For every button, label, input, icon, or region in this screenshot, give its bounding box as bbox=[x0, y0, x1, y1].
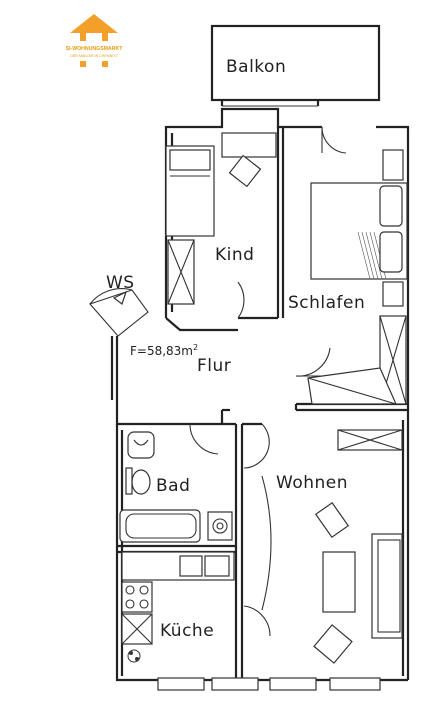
room-label-bedroom: Schlafen bbox=[288, 293, 365, 313]
logo-brand-text: SI-WOHNUNGSMARKT bbox=[66, 46, 124, 52]
stove bbox=[121, 581, 153, 613]
wohnen-furniture bbox=[313, 429, 403, 664]
sink-kueche bbox=[204, 555, 230, 577]
logo-base-icon bbox=[102, 61, 108, 67]
room-label-child: Kind bbox=[215, 245, 254, 265]
chair-kind bbox=[228, 154, 262, 188]
door-balcony bbox=[321, 126, 347, 154]
door-wohnen bbox=[243, 423, 270, 469]
door-kind bbox=[237, 281, 245, 319]
toilet bbox=[131, 469, 151, 495]
room-label-bath: Bad bbox=[156, 476, 190, 496]
bad-furniture bbox=[119, 431, 233, 543]
balcony bbox=[210, 24, 381, 107]
area-value: F=58,83m bbox=[130, 344, 193, 358]
room-label-balcony: Balkon bbox=[226, 57, 286, 77]
door-entrance bbox=[89, 288, 133, 305]
bathtub bbox=[119, 509, 201, 543]
room-label-wardrobe: WS bbox=[106, 273, 135, 293]
logo-pillar-icon bbox=[80, 29, 86, 41]
doors bbox=[89, 126, 347, 637]
room-labels: Balkon Kind Schlafen Flur Bad Wohnen Küc… bbox=[106, 57, 365, 641]
schlafen-furniture bbox=[307, 149, 408, 405]
area-label: F=58,83m2 bbox=[130, 343, 198, 358]
door-bad bbox=[189, 423, 219, 455]
kueche-furniture bbox=[121, 551, 235, 663]
door-kueche bbox=[243, 605, 271, 637]
area-unit-sup: 2 bbox=[193, 343, 198, 352]
armchair bbox=[314, 501, 350, 539]
logo-base-icon bbox=[80, 61, 86, 67]
room-label-kitchen: Küche bbox=[160, 621, 214, 641]
brand-logo: SI-WOHNUNGSMARKT DER MAKLER IN CHEMNITZ bbox=[66, 14, 124, 67]
windows bbox=[157, 677, 381, 691]
desk-kind bbox=[221, 132, 277, 158]
opening-curve bbox=[261, 475, 272, 611]
logo-roof-icon bbox=[70, 14, 118, 33]
coffee-table bbox=[322, 551, 356, 613]
kind-furniture bbox=[165, 132, 277, 305]
room-label-living: Wohnen bbox=[276, 473, 348, 493]
washing-machine bbox=[207, 511, 233, 541]
door-schlafen bbox=[295, 347, 331, 377]
room-label-hallway: Flur bbox=[197, 356, 231, 376]
logo-pillar-icon bbox=[102, 29, 108, 41]
logo-tagline-text: DER MAKLER IN CHEMNITZ bbox=[70, 54, 118, 58]
armchair bbox=[313, 624, 353, 664]
plant-icon bbox=[127, 649, 141, 663]
sofa bbox=[371, 533, 403, 639]
